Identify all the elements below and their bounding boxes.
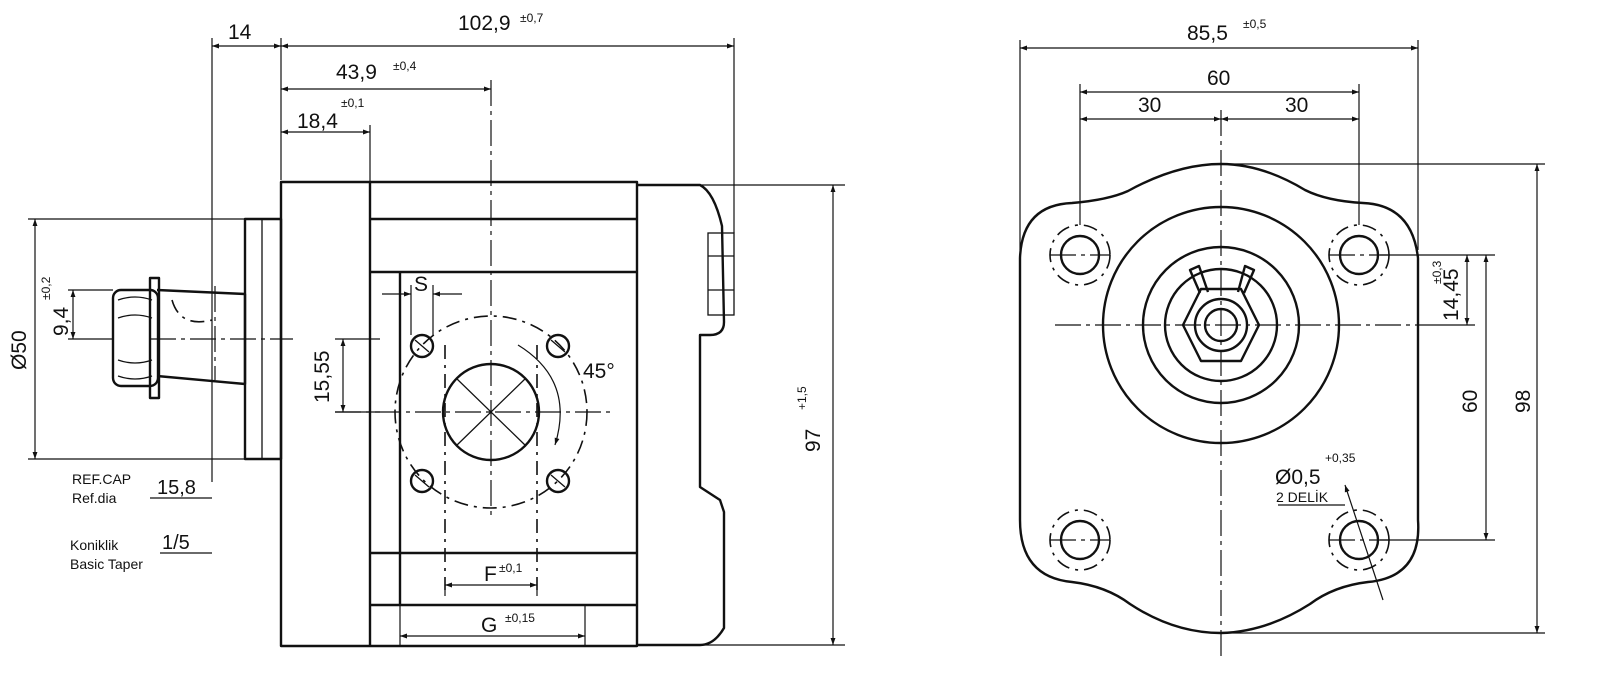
label-angle-45: 45°	[583, 360, 615, 383]
dim-total-length: 102,9	[458, 12, 511, 35]
bolt-hole-bottom-left	[409, 468, 435, 494]
dim-14-45: 14,45	[1440, 268, 1463, 321]
dim-60-side: 60	[1459, 390, 1482, 413]
front-view: 85,5 ±0,5 60 30 30 14,45 ±0,3 60 98 Ø0,5…	[1018, 17, 1545, 660]
dim-85-5: 85,5	[1187, 22, 1228, 45]
taper-label-tr: Koniklik	[70, 537, 119, 553]
label-s: S	[414, 273, 428, 296]
dim-98: 98	[1512, 390, 1535, 413]
ref-value: 15,8	[157, 477, 196, 499]
tol-total-length: ±0,7	[520, 11, 544, 25]
hole-diameter: Ø0,5	[1275, 466, 1321, 489]
side-extension-lines	[28, 38, 845, 646]
tol-18-4: ±0,1	[341, 96, 365, 110]
front-dimension-lines	[1020, 45, 1540, 633]
dim-30-right: 30	[1285, 94, 1308, 117]
dim-60-top: 60	[1207, 67, 1230, 90]
label-g: G	[481, 614, 497, 637]
side-dimension-lines	[32, 43, 836, 645]
hole-tolerance: +0,35	[1325, 451, 1356, 465]
hole-count: 2 DELİK	[1276, 488, 1329, 505]
shaft-and-nut	[111, 276, 247, 400]
taper-label-en: Basic Taper	[70, 556, 143, 572]
dim-15-55: 15,55	[311, 350, 334, 403]
dim-14: 14	[228, 21, 252, 44]
label-f: F	[484, 563, 497, 586]
ref-dia-label: Ref.dia	[72, 490, 117, 506]
tol-97: +1,5	[795, 386, 809, 410]
dim-97: 97	[802, 429, 825, 452]
tol-f: ±0,1	[499, 561, 523, 575]
bolt-hole-top-right	[545, 333, 571, 359]
tol-14-45: ±0,3	[1430, 260, 1444, 284]
tol-85-5: ±0,5	[1243, 17, 1267, 31]
front-extension-lines	[1019, 40, 1545, 634]
ref-cap-label: REF.CAP	[72, 471, 131, 487]
dim-30-left: 30	[1138, 94, 1161, 117]
tol-9-4: ±0,2	[39, 276, 53, 300]
bolt-hole-top-left	[409, 333, 435, 359]
dim-43-9: 43,9	[336, 61, 377, 84]
tol-43-9: ±0,4	[393, 59, 417, 73]
dim-diameter-50: Ø50	[8, 330, 31, 370]
tol-g: ±0,15	[505, 611, 535, 625]
taper-value: 1/5	[162, 532, 190, 554]
dim-18-4: 18,4	[297, 110, 338, 133]
bolt-hole-bottom-right	[545, 468, 571, 494]
dim-9-4: 9,4	[50, 306, 73, 336]
side-view: 14 102,9 ±0,7 43,9 ±0,4 18,4 ±0,1 Ø50 9,…	[8, 11, 845, 648]
flange-outline	[1018, 162, 1420, 635]
